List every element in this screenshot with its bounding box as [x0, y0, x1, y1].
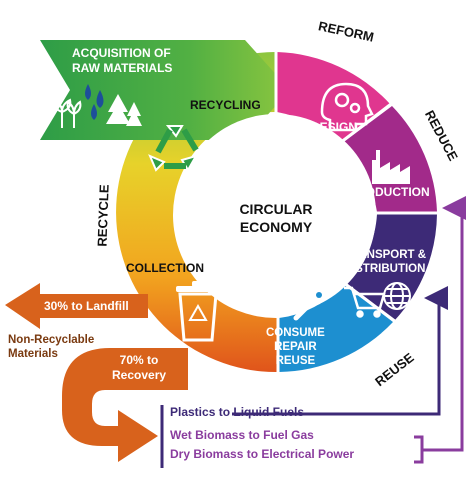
plant-icon: [52, 98, 82, 128]
recovery-label: 70% to Recovery: [112, 353, 166, 383]
fuels-connector: [232, 286, 448, 416]
output-plastics: Plastics to Liquid Fuels: [170, 405, 305, 419]
transport-line1: TRANSPORT &: [343, 249, 427, 261]
center-line2: ECONOMY: [239, 219, 313, 235]
raw-materials-arrow: [40, 40, 290, 140]
recovery-line1: 70% to: [119, 353, 159, 367]
center-line1: CIRCULAR: [239, 201, 313, 217]
center-circle: [176, 114, 376, 314]
recycling-label: RECYCLING: [190, 98, 261, 112]
consume-label: CONSUME REPAIR REUSE: [266, 326, 325, 368]
production-label: PRODUCTION: [349, 185, 430, 199]
raw-materials-label: ACQUISITION OF RAW MATERIALS: [72, 46, 172, 76]
transport-label: TRANSPORT & DISTRIBUTION: [343, 248, 426, 276]
raw-materials-line1: ACQUISITION OF: [72, 46, 171, 60]
recycle-bin-icon: [176, 281, 220, 342]
design-label: DESIGN: [311, 120, 358, 134]
factory-icon: [372, 150, 410, 184]
brain-gears-icon: [320, 82, 374, 132]
consume-line2: REPAIR: [274, 341, 317, 353]
biomass-bracket: [414, 435, 424, 464]
recycle-word: RECYCLE: [94, 184, 112, 247]
transport-line2: DISTRIBUTION: [343, 263, 426, 275]
ring-segment-design: [277, 52, 390, 145]
ring-segment-consume: [279, 284, 393, 372]
water-drops-icon: [85, 84, 104, 120]
non-recyclable-note: Non-Recyclable Materials: [8, 333, 94, 361]
note-line1: Non-Recyclable: [8, 334, 95, 346]
landfill-label: 30% to Landfill: [44, 299, 129, 313]
trees-icon: [106, 94, 142, 126]
consume-line3: REUSE: [275, 355, 316, 367]
consume-line1: CONSUME: [266, 327, 325, 339]
recycle-icon: [148, 125, 199, 172]
center-title: CIRCULAR ECONOMY: [234, 200, 318, 236]
shopping-cart-icon: [344, 286, 386, 318]
collection-label: COLLECTION: [126, 261, 204, 275]
recovery-line2: Recovery: [112, 368, 167, 382]
output-wet-biomass: Wet Biomass to Fuel Gas: [170, 428, 314, 442]
output-dry-biomass: Dry Biomass to Electrical Power: [170, 447, 355, 461]
ring-segment-production: [337, 106, 437, 212]
landfill-arrow: [5, 283, 148, 329]
globe-icon: [383, 282, 411, 310]
note-line2: Materials: [8, 348, 58, 360]
raw-materials-line2: RAW MATERIALS: [72, 61, 173, 75]
recovery-arrow: [62, 348, 188, 462]
biomass-connector: [422, 196, 466, 452]
wrench-icon: [293, 291, 323, 321]
